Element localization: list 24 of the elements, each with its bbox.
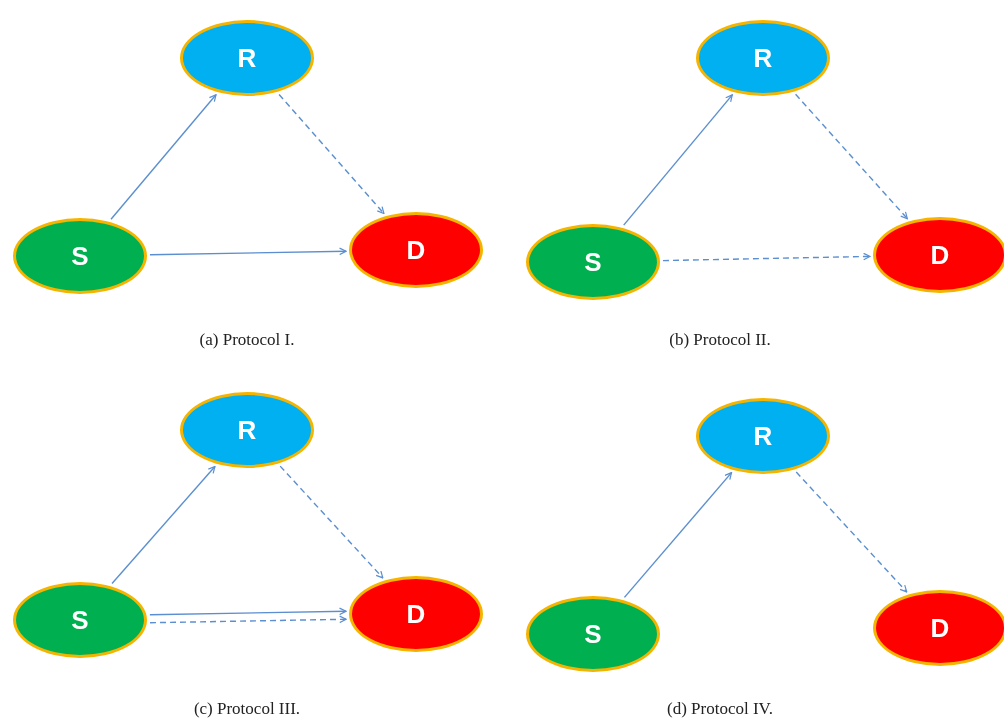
node-label: R [753, 45, 773, 71]
arrow [662, 252, 871, 262]
node-label: S [71, 243, 89, 269]
node-label: R [237, 45, 257, 71]
arrow [110, 94, 217, 220]
arrow [149, 607, 347, 616]
arrow [149, 615, 347, 624]
node-label: S [71, 607, 89, 633]
node-label: R [753, 423, 773, 449]
node-label: D [406, 601, 426, 627]
panel-caption: (d) Protocol IV. [667, 698, 773, 721]
panel-caption: (c) Protocol III. [193, 698, 301, 721]
node-label: D [930, 242, 950, 268]
node-label: S [584, 249, 602, 275]
node-label: S [584, 621, 602, 647]
node-label: D [930, 615, 950, 641]
panel-caption: (b) Protocol II. [669, 329, 771, 352]
node-label: D [406, 237, 426, 263]
arrow [795, 471, 908, 593]
arrow [279, 465, 384, 579]
panel-caption: (a) Protocol I. [199, 329, 295, 352]
node-label: R [237, 417, 257, 443]
arrow [149, 247, 347, 256]
arrow [623, 94, 733, 226]
